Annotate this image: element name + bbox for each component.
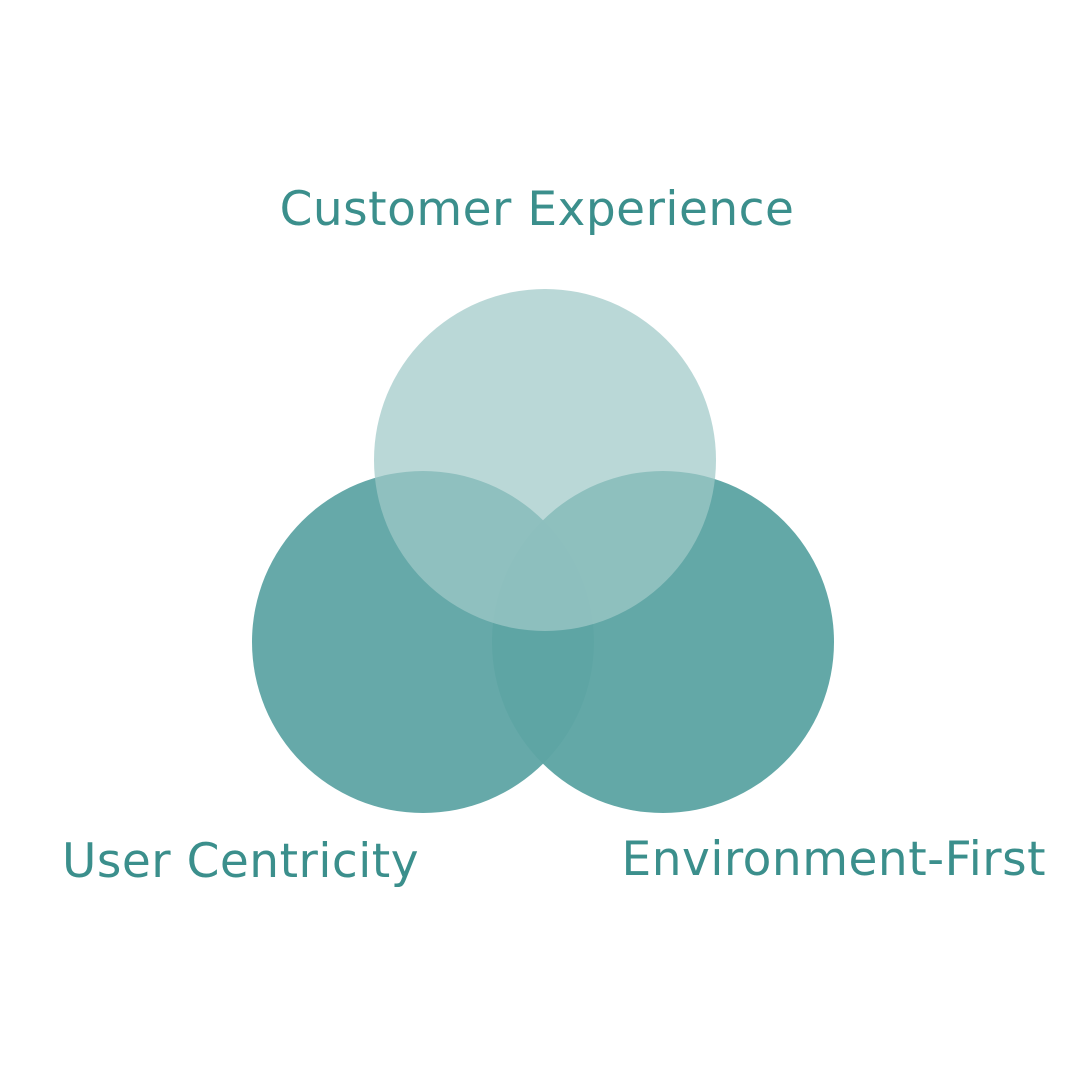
label-user-centricity: User Centricity bbox=[62, 834, 420, 889]
circle-customer-experience bbox=[374, 289, 716, 631]
label-environment-first: Environment-First bbox=[621, 832, 1046, 887]
label-customer-experience: Customer Experience bbox=[279, 182, 795, 237]
